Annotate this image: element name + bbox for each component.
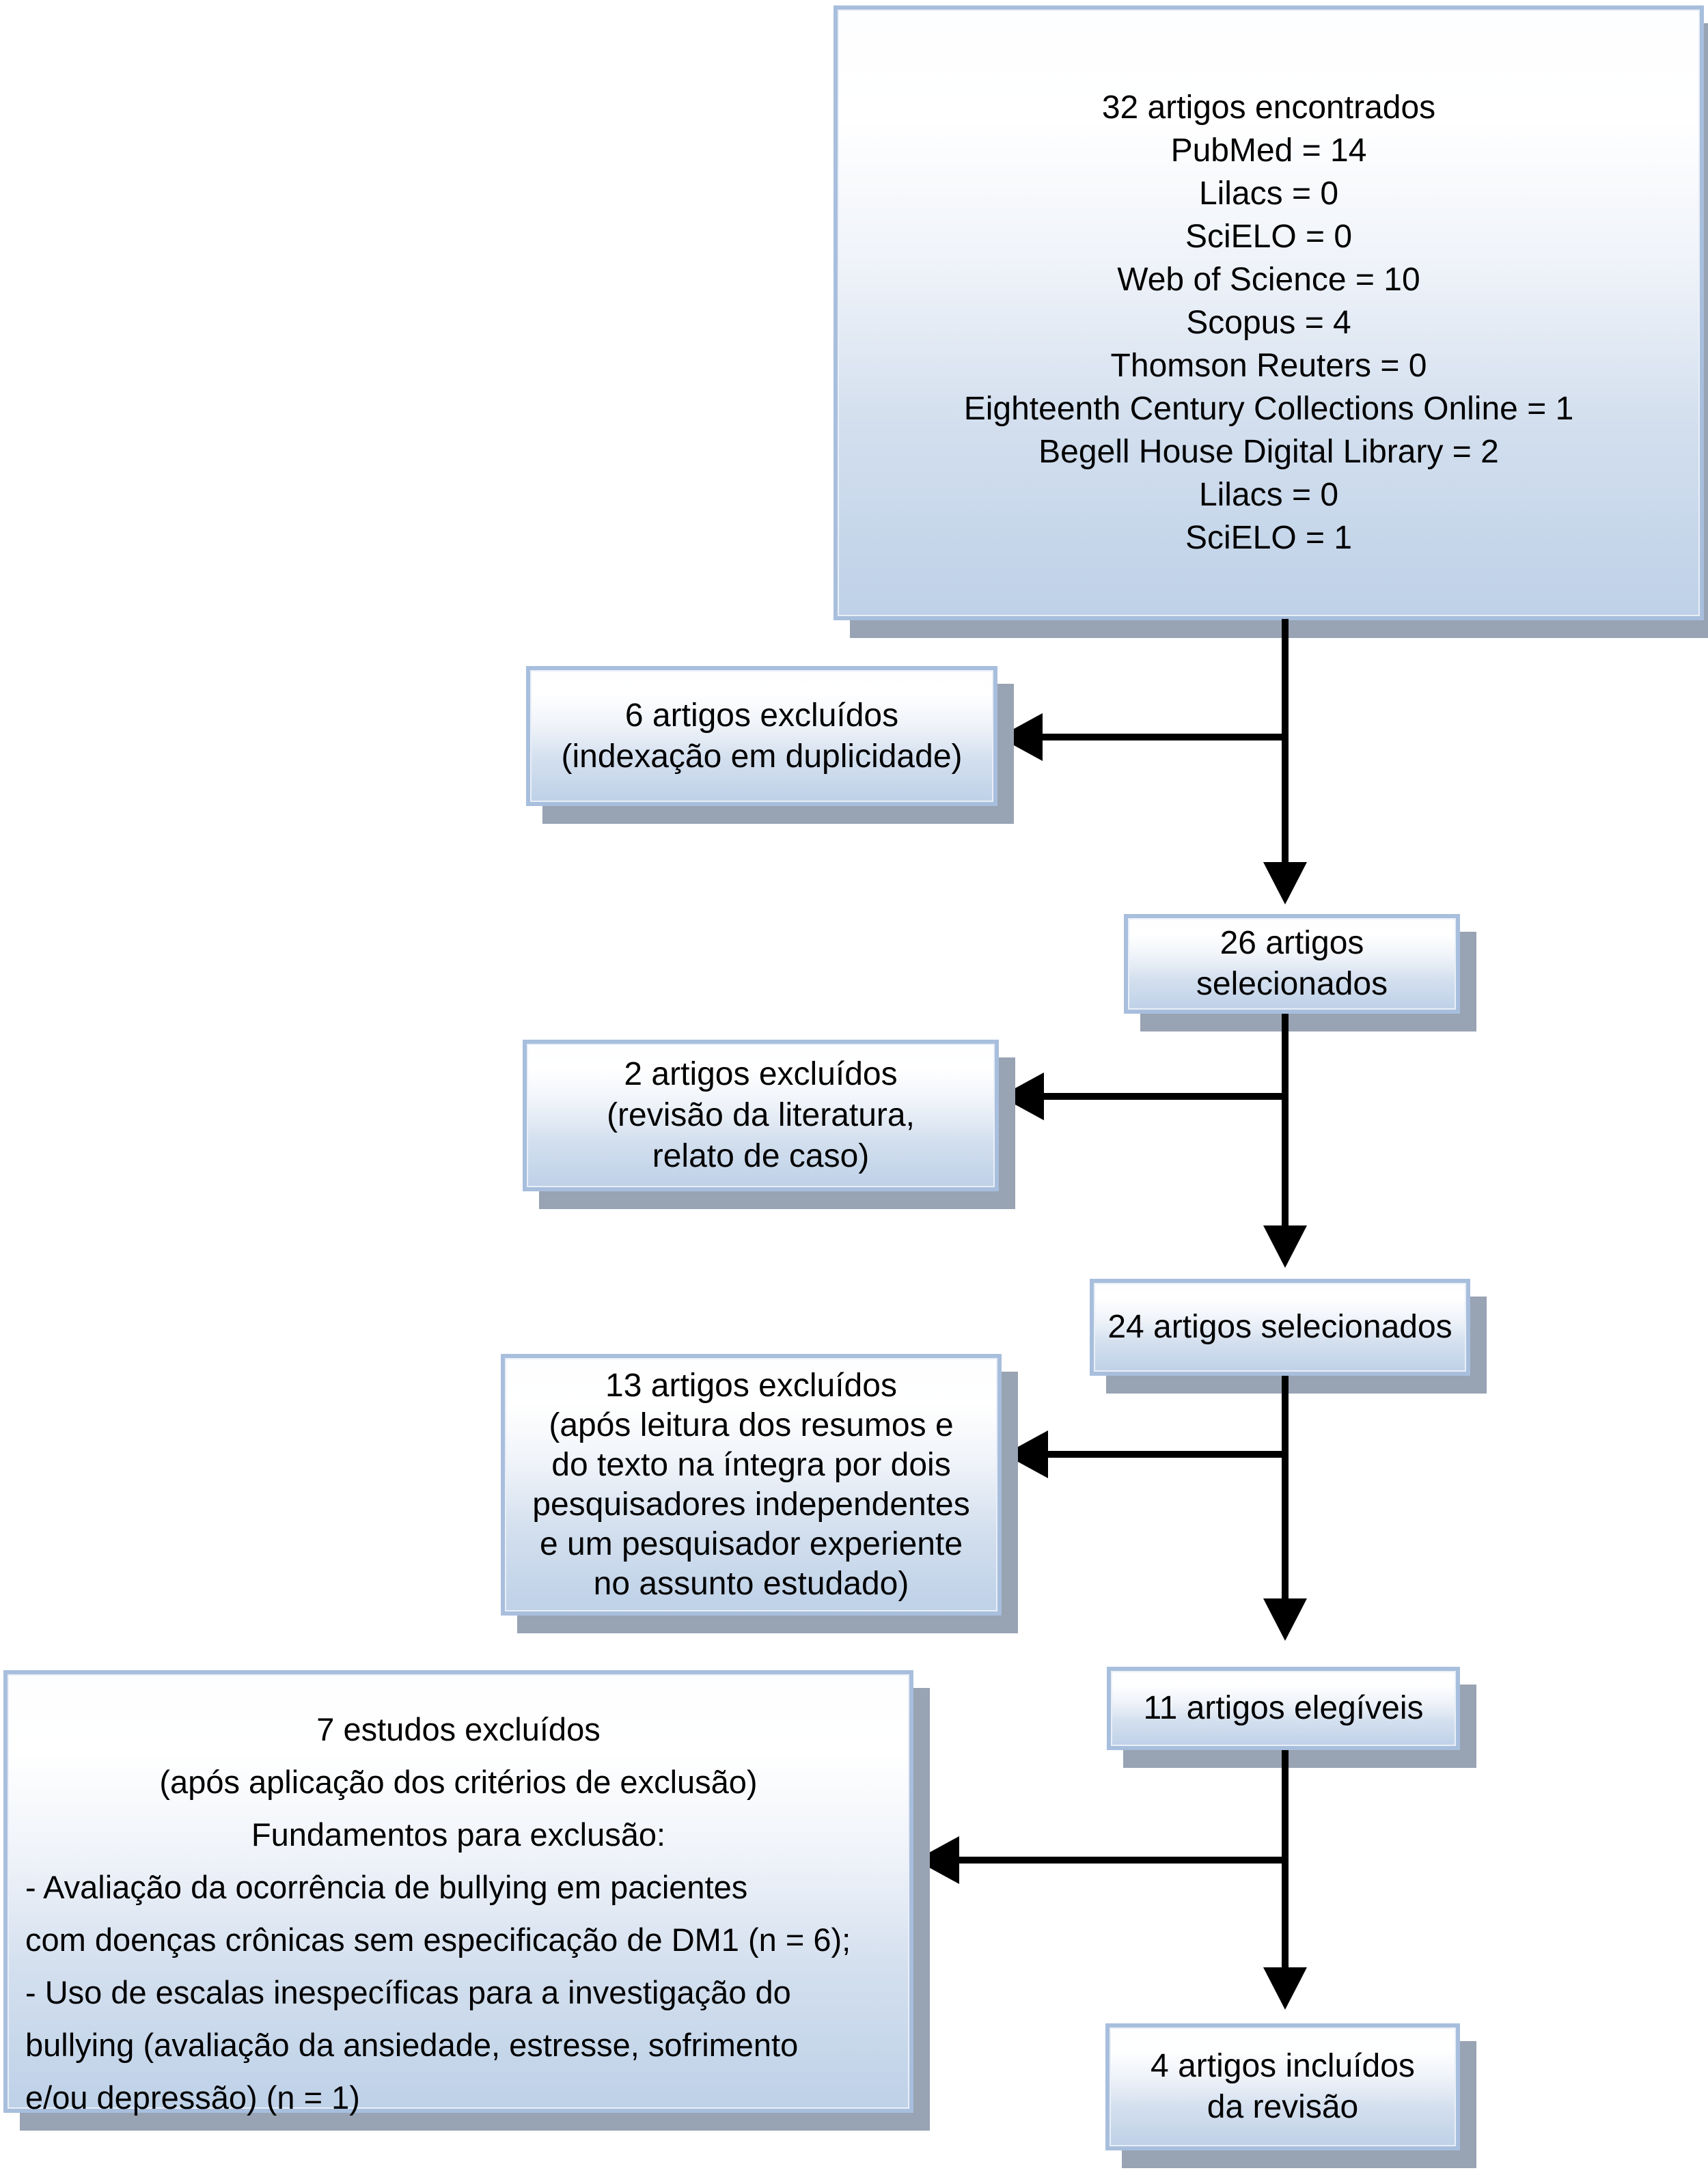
excluded-review-line: (revisão da literatura,: [607, 1097, 915, 1133]
selected-26-line: selecionados: [1196, 966, 1388, 1002]
found-line: Eighteenth Century Collections Online = …: [963, 391, 1574, 427]
arrow-left-to-excluded-duplicates: [999, 713, 1043, 761]
excluded-13-line: e um pesquisador experiente: [539, 1525, 963, 1562]
excluded-13-line: 13 artigos excluídos: [605, 1367, 897, 1404]
box-selected-26: 26 artigos selecionados: [1124, 914, 1460, 1014]
excluded-13-line: pesquisadores independentes: [532, 1486, 970, 1523]
excluded-review-line: 2 artigos excluídos: [624, 1056, 898, 1092]
flow-line-3: [1282, 1376, 1289, 1601]
arrow-left-to-excluded-13: [1004, 1430, 1048, 1478]
excluded-7-left-line: - Uso de escalas inespecíficas para a in…: [25, 1974, 791, 2010]
found-line: 32 artigos encontrados: [1101, 89, 1436, 126]
included-4-line: 4 artigos incluídos: [1151, 2048, 1415, 2084]
flow-line-2: [1282, 1014, 1289, 1228]
excluded-13-line: do texto na íntegra por dois: [551, 1446, 951, 1483]
excluded-7-centered-line: 7 estudos excluídos: [316, 1711, 601, 1747]
box-excluded-13: 13 artigos excluídos (após leitura dos r…: [501, 1354, 1002, 1616]
found-line: SciELO = 0: [1185, 219, 1353, 255]
box-included-4: 4 artigos incluídos da revisão: [1105, 2023, 1460, 2150]
excluded-duplicates-line: (indexação em duplicidade): [561, 738, 963, 775]
selected-26-line: 26 artigos: [1220, 925, 1364, 961]
found-line: Lilacs = 0: [1198, 176, 1339, 212]
box-articles-found: 32 artigos encontrados PubMed = 14 Lilac…: [834, 5, 1704, 620]
box-excluded-review: 2 artigos excluídos (revisão da literatu…: [523, 1040, 999, 1191]
arrow-down-to-included4: [1263, 1967, 1307, 2010]
box-selected-24: 24 artigos selecionados: [1090, 1279, 1470, 1376]
excluded-duplicates-line: 6 artigos excluídos: [624, 697, 899, 734]
box-eligible-11: 11 artigos elegíveis: [1107, 1667, 1460, 1750]
flow-line-1: [1282, 619, 1289, 865]
arrow-down-to-selected26: [1263, 862, 1307, 904]
excluded-7-left-line: bullying (avaliação da ansiedade, estres…: [25, 2027, 799, 2063]
excluded-7-left-line: e/ou depressão) (n = 1): [25, 2079, 360, 2116]
branch-line-2: [1043, 1093, 1285, 1100]
found-line: Thomson Reuters = 0: [1110, 348, 1427, 384]
selected-24-line: 24 artigos selecionados: [1107, 1309, 1452, 1345]
excluded-7-reasons: - Avaliação da ocorrência de bullying em…: [25, 1861, 892, 2124]
box-excluded-7: 7 estudos excluídos (após aplicação dos …: [3, 1670, 913, 2116]
found-line: Lilacs = 0: [1198, 477, 1339, 513]
found-line: PubMed = 14: [1170, 133, 1367, 169]
arrow-left-to-excluded-review: [1000, 1072, 1044, 1120]
excluded-13-line: no assunto estudado): [593, 1565, 909, 1602]
excluded-7-left-line: com doenças crônicas sem especificação d…: [25, 1922, 851, 1958]
arrow-left-to-excluded-7: [915, 1836, 959, 1884]
excluded-review-line: relato de caso): [652, 1138, 870, 1174]
box-excluded-duplicates: 6 artigos excluídos (indexação em duplic…: [526, 666, 997, 806]
found-line: Begell House Digital Library = 2: [1038, 434, 1499, 470]
eligible-11-line: 11 artigos elegíveis: [1143, 1690, 1424, 1726]
branch-line-1: [1040, 734, 1285, 740]
excluded-7-left-line: - Avaliação da ocorrência de bullying em…: [25, 1869, 748, 1905]
branch-line-3: [1047, 1451, 1285, 1458]
arrow-down-to-eligible11: [1263, 1598, 1307, 1641]
found-line: Scopus = 4: [1186, 305, 1351, 341]
included-4-line: da revisão: [1207, 2089, 1359, 2125]
flow-line-4: [1282, 1750, 1289, 1970]
arrow-down-to-selected24: [1263, 1225, 1307, 1268]
excluded-13-line: (após leitura dos resumos e: [549, 1407, 954, 1443]
excluded-7-centered-line: Fundamentos para exclusão:: [251, 1816, 666, 1853]
excluded-7-centered-line: (após aplicação dos critérios de exclusã…: [159, 1764, 758, 1800]
branch-line-4: [958, 1857, 1285, 1864]
found-line: SciELO = 1: [1185, 520, 1353, 556]
found-line: Web of Science = 10: [1117, 262, 1420, 298]
